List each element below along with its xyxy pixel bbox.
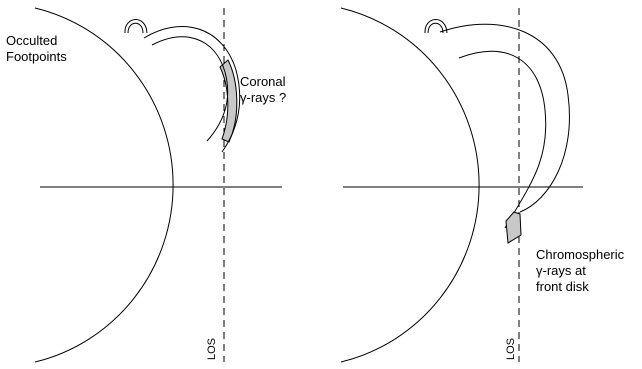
coronal-label-line2: γ-rays ? <box>240 90 286 106</box>
right-inner-loop <box>459 51 546 228</box>
chromo-label-line1: Chromospheric <box>536 247 624 263</box>
left-los-label: LOS <box>206 338 218 360</box>
chromo-label-line2: γ-rays at <box>536 263 624 279</box>
right-panel <box>341 8 583 362</box>
chromo-label-line3: front disk <box>536 279 624 295</box>
footpoints-label-line1: Occulted <box>6 33 67 49</box>
footpoints-label-line2: Footpoints <box>6 49 67 65</box>
left-small-loop <box>125 19 147 33</box>
coronal-label-line1: Coronal <box>240 74 286 90</box>
coronal-gamma-label: Coronal γ-rays ? <box>240 74 286 106</box>
left-panel <box>35 8 282 362</box>
occulted-footpoints-label: Occulted Footpoints <box>6 33 67 65</box>
chromospheric-gamma-label: Chromospheric γ-rays at front disk <box>536 247 624 295</box>
right-solar-limb <box>341 8 479 362</box>
right-los-label: LOS <box>505 338 517 360</box>
